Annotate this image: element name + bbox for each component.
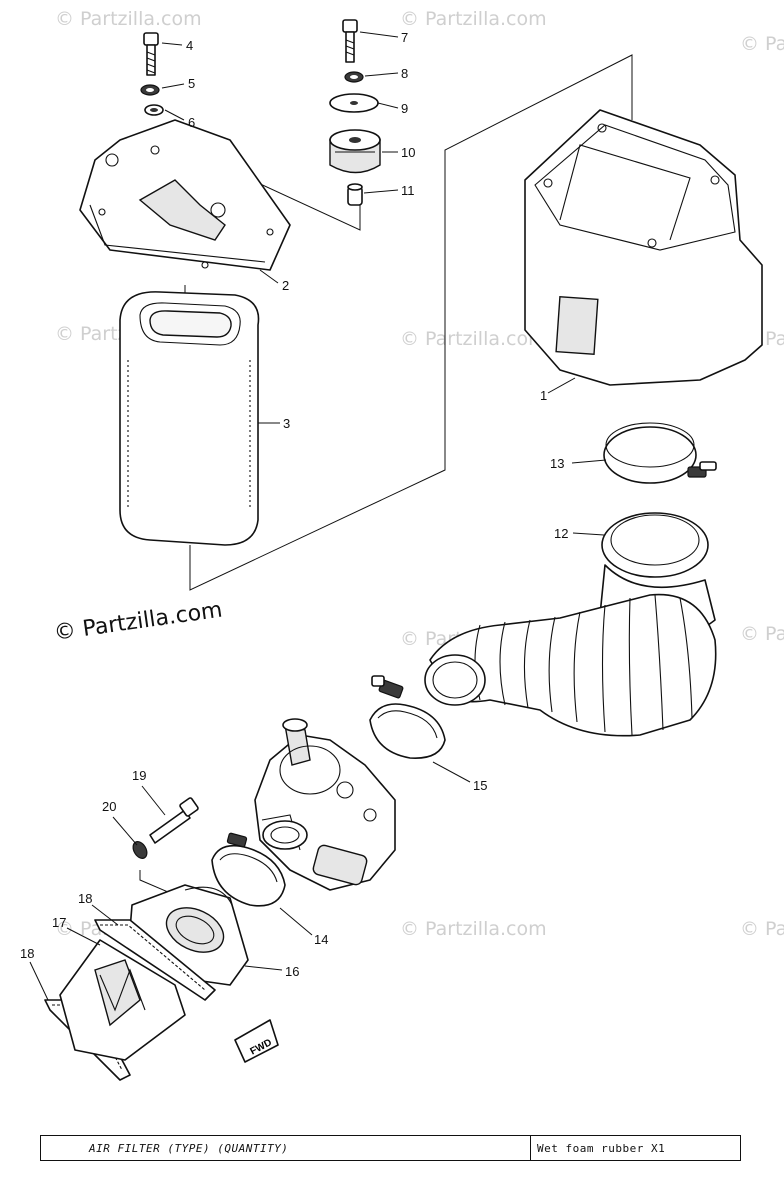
callout-10: 10 (401, 145, 415, 160)
part-11-collar (347, 183, 363, 206)
callout-6: 6 (188, 115, 195, 130)
joint-hose (424, 593, 717, 737)
spec-table-label: AIR FILTER (TYPE) (QUANTITY) (41, 1136, 531, 1160)
part-18-gasket-upper (94, 919, 216, 1001)
spec-table-value: Wet foam rubber X1 (537, 1141, 666, 1155)
callout-9: 9 (401, 101, 408, 116)
watermark: © Partzilla.com (55, 8, 202, 30)
callout-15: 15 (473, 778, 487, 793)
callout-2: 2 (282, 278, 289, 293)
callout-19: 19 (132, 768, 146, 783)
part-17-reed-valve (59, 939, 186, 1061)
part-10-damper (329, 129, 381, 174)
callout-20: 20 (102, 799, 116, 814)
callout-3: 3 (283, 416, 290, 431)
callout-14: 14 (314, 932, 328, 947)
callout-numbers: 4 5 6 7 8 9 10 11 2 3 1 13 12 15 14 16 1… (20, 30, 568, 979)
part-5-spring-washer (140, 84, 160, 96)
part-20-lock-washer (132, 841, 148, 859)
callout-12: 12 (554, 526, 568, 541)
callout-5: 5 (188, 76, 195, 91)
part-1-air-box (524, 109, 763, 386)
callout-13: 13 (550, 456, 564, 471)
part-7-bolt (342, 19, 358, 63)
leader-lines (29, 31, 607, 1001)
part-9-plate-washer (329, 93, 379, 113)
part-6-washer (144, 104, 164, 116)
callout-11: 11 (401, 183, 415, 198)
part-15-clamp (369, 675, 446, 759)
watermark: © Partzilla.com (740, 33, 784, 55)
part-3-filter-element (119, 291, 260, 546)
part-2-filter-cap (79, 119, 291, 271)
part-14-clamp (211, 832, 286, 907)
callout-8: 8 (401, 66, 408, 81)
callout-17: 17 (52, 915, 66, 930)
watermark: © Partzilla.com (740, 623, 784, 645)
watermark: © Partzilla.com (400, 918, 547, 940)
part-4-bolt (143, 32, 159, 76)
callout-18-lower: 18 (20, 946, 34, 961)
carburetor (254, 718, 396, 891)
part-19-bolt (149, 797, 199, 844)
part-16-manifold (129, 884, 249, 986)
watermark: © Partzilla.com (400, 328, 547, 350)
watermark: © Partzilla.com (400, 8, 547, 30)
watermark-main: © Partzilla.com (52, 598, 224, 646)
callout-7: 7 (401, 30, 408, 45)
callout-16: 16 (285, 964, 299, 979)
fwd-arrow-icon: FWD (234, 1019, 279, 1063)
callout-1: 1 (540, 388, 547, 403)
part-13-clamp (603, 422, 717, 484)
callout-4: 4 (186, 38, 193, 53)
spec-table: AIR FILTER (TYPE) (QUANTITY) Wet foam ru… (40, 1135, 741, 1161)
watermark: © Partzilla.com (740, 918, 784, 940)
part-8-spring-washer (344, 71, 364, 83)
callout-18-upper: 18 (78, 891, 92, 906)
